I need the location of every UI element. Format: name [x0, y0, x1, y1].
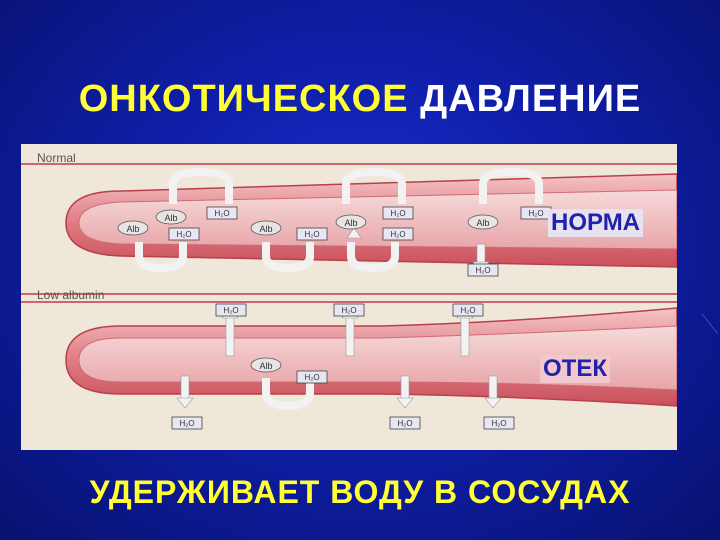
- water-label: H₂O: [304, 230, 319, 239]
- water-label: H₂O: [390, 230, 405, 239]
- water-label: H₂O: [304, 373, 319, 382]
- alb-label: Alb: [476, 218, 489, 228]
- reabsorption-loops: [135, 167, 543, 411]
- stray-line: [701, 313, 719, 335]
- alb-label: Alb: [164, 213, 177, 223]
- water-label: H₂O: [214, 209, 229, 218]
- alb-label: Alb: [126, 224, 139, 234]
- alb-label: Alb: [259, 361, 272, 371]
- normal-vessel: [65, 173, 677, 268]
- low-albumin-vessel: [65, 307, 677, 407]
- title-part-2: ДАВЛЕНИЕ: [420, 78, 642, 120]
- alb-label: Alb: [259, 224, 272, 234]
- slide-footer: УДЕРЖИВАЕТ ВОДУ В СОСУДАХ: [89, 474, 631, 510]
- label-norma: НОРМА: [548, 209, 644, 237]
- albumin-markers: Alb Alb Alb Alb Alb Alb: [117, 209, 499, 373]
- normal-label: Normal: [37, 151, 76, 165]
- water-label: H₂O: [491, 419, 506, 428]
- label-otek: ОТЕК: [540, 355, 610, 383]
- vessel-diagram: Normal Low albumin: [21, 151, 677, 430]
- low-albumin-label: Low albumin: [37, 288, 104, 302]
- water-label: H₂O: [528, 209, 543, 218]
- diagram-panel: Normal Low albumin: [21, 144, 677, 450]
- water-label: H₂O: [460, 306, 475, 315]
- water-label: H₂O: [176, 230, 191, 239]
- slide-title: ОНКОТИЧЕСКОЕ ДАВЛЕНИЕ: [0, 78, 720, 121]
- water-label: H₂O: [341, 306, 356, 315]
- water-label: H₂O: [179, 419, 194, 428]
- water-label: H₂O: [397, 419, 412, 428]
- water-label: H₂O: [223, 306, 238, 315]
- alb-label: Alb: [344, 218, 357, 228]
- water-label: H₂O: [475, 266, 490, 275]
- title-part-1: ОНКОТИЧЕСКОЕ: [78, 78, 409, 120]
- water-label: H₂O: [390, 209, 405, 218]
- water-markers: H₂O H₂O H₂O H₂O H₂O H₂O H₂O H₂O H₂O H₂O …: [168, 206, 552, 430]
